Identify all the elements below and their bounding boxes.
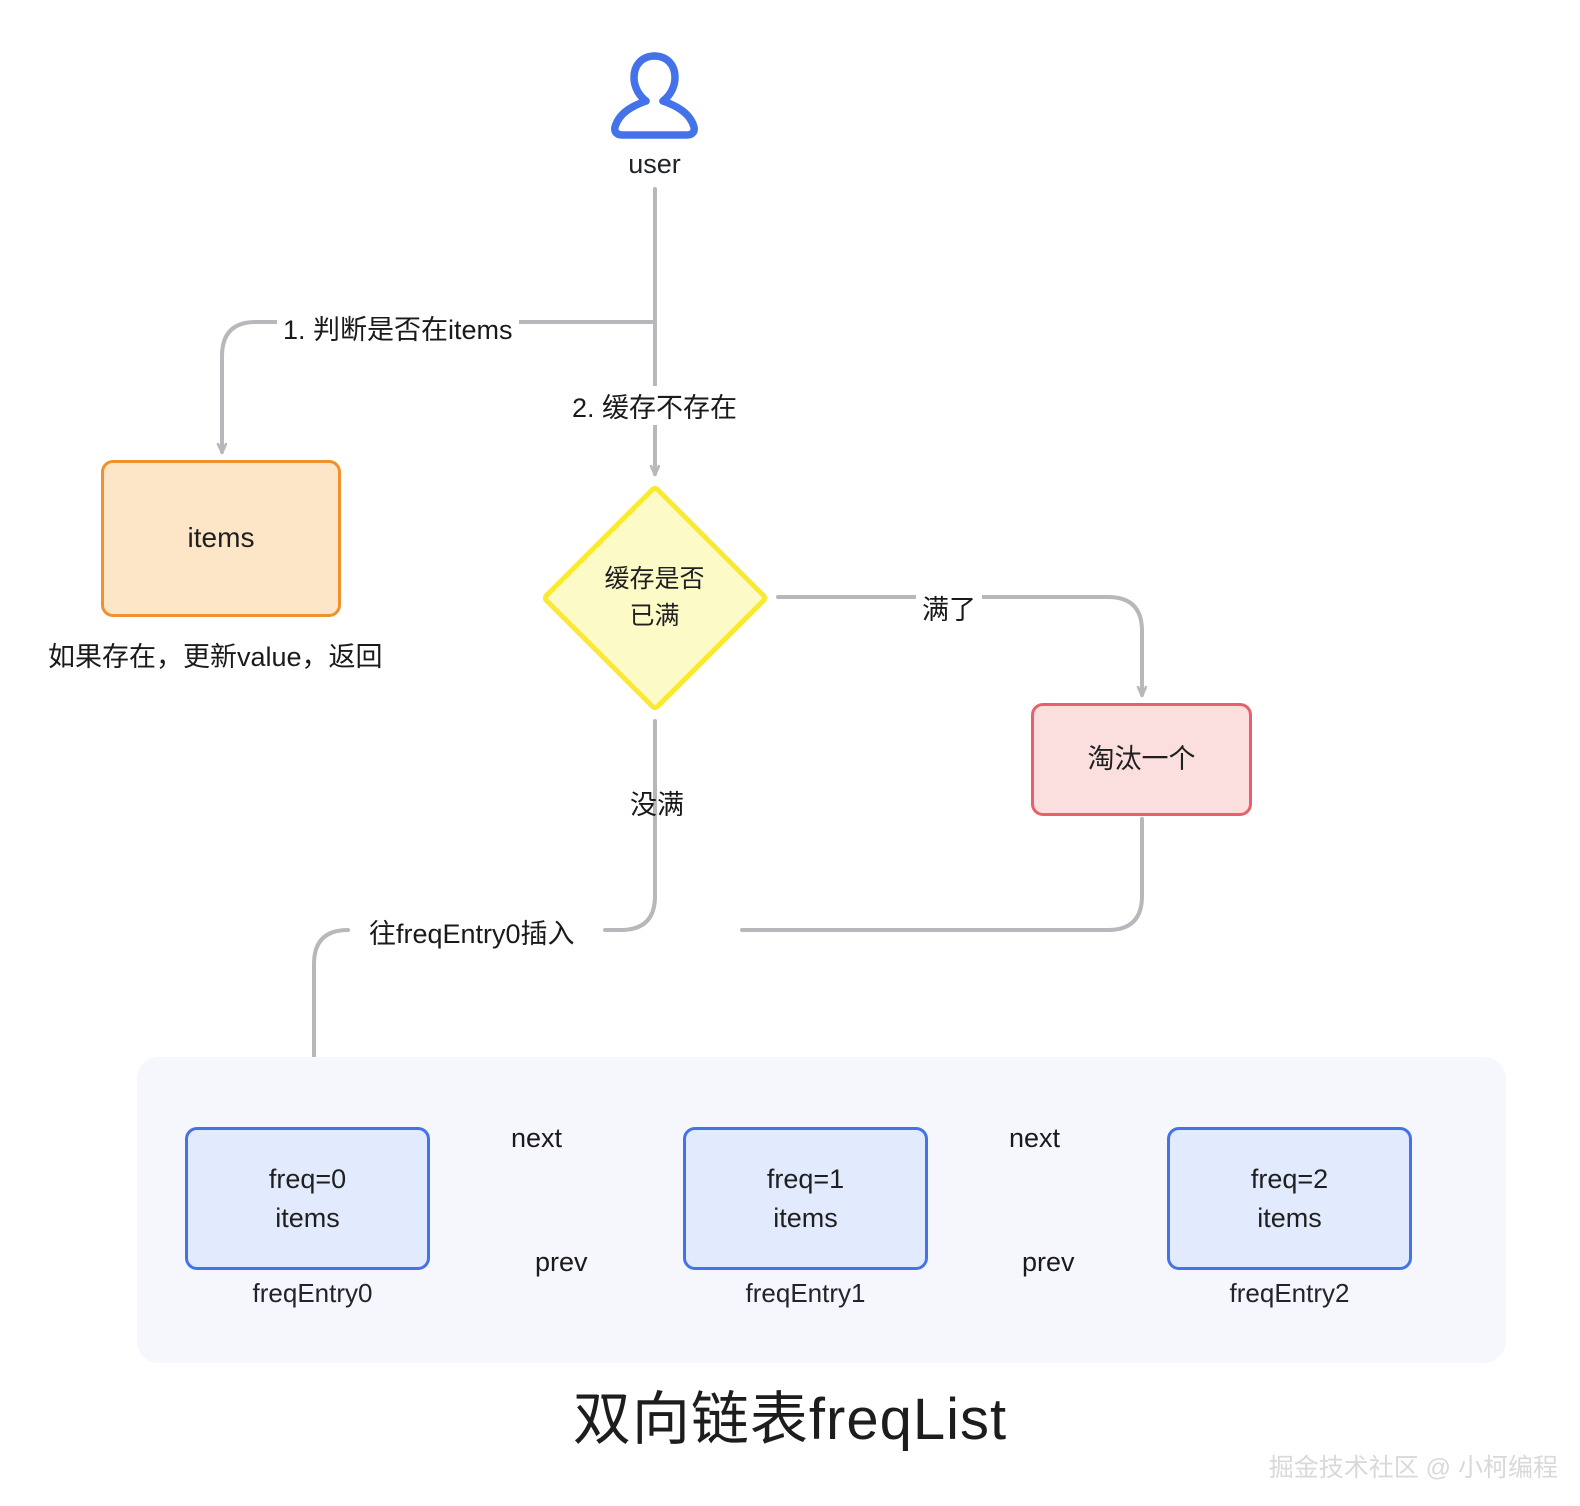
edge-label-next-1: next (511, 1123, 563, 1153)
freq-entry-node-0[interactable]: freq=0 items (185, 1127, 430, 1270)
edge-label-prev-1: prev (535, 1247, 588, 1277)
freq-entry-caption-1: freqEntry1 (745, 1278, 866, 1308)
freq-entry-caption-0: freqEntry0 (252, 1278, 373, 1308)
wire-not-full (603, 719, 657, 932)
freq-items-2: items (1257, 1202, 1322, 1233)
edge-label-insert: 往freqEntry0插入 (363, 912, 581, 951)
items-note: 如果存在，更新value，返回 (48, 642, 383, 672)
node-evict[interactable]: 淘汰一个 (1031, 703, 1252, 816)
user-icon (611, 52, 698, 139)
freq-items-1: items (773, 1202, 838, 1233)
node-items[interactable]: items (101, 460, 341, 617)
edge-label-next-2: next (1009, 1123, 1061, 1153)
freq-entry-caption-2: freqEntry2 (1229, 1278, 1350, 1308)
freq-entry-node-2[interactable]: freq=2 items (1167, 1127, 1412, 1270)
decision-text: 缓存是否 已满 (537, 480, 772, 715)
freq-value-2: freq=2 (1250, 1164, 1329, 1195)
watermark: 掘金技术社区 @ 小柯编程 (1268, 1454, 1558, 1482)
diagram-title: 双向链表freqList (572, 1387, 1008, 1452)
node-evict-label: 淘汰一个 (1087, 743, 1196, 774)
edge-label-cache-miss: 2. 缓存不存在 (566, 386, 744, 425)
edge-label-prev-2: prev (1022, 1247, 1075, 1277)
freq-value-1: freq=1 (766, 1164, 845, 1195)
decision-line-2: 已满 (629, 601, 680, 630)
edge-label-check-items: 1. 判断是否在items (277, 308, 519, 347)
freq-value-0: freq=0 (268, 1164, 347, 1195)
wire-evict-down (740, 817, 1144, 932)
edge-label-full: 满了 (916, 588, 982, 627)
actor-label: user (628, 149, 681, 179)
edge-label-not-full: 没满 (630, 790, 684, 820)
decision-line-1: 缓存是否 (604, 565, 705, 594)
freq-entry-node-1[interactable]: freq=1 items (683, 1127, 928, 1270)
node-items-label: items (187, 522, 255, 554)
node-decision[interactable]: 缓存是否 已满 (537, 480, 772, 715)
freq-items-0: items (275, 1202, 340, 1233)
actor-user: user (602, 48, 707, 180)
